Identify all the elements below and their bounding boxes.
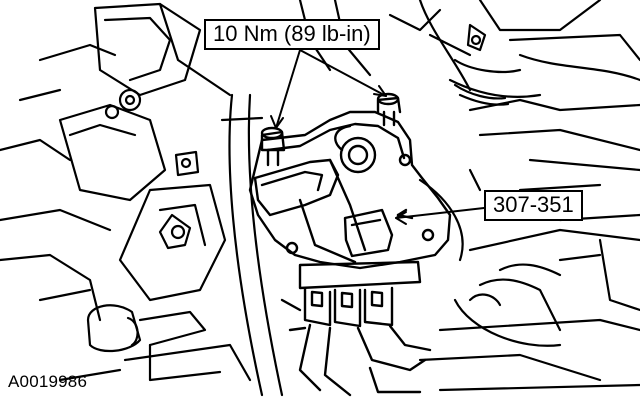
switch-assembly [248,92,452,397]
tool-number-callout: 307-351 [484,190,583,221]
leader-lines [270,49,485,225]
torque-callout: 10 Nm (89 lb-in) [204,19,380,50]
figure-id-label: A0019986 [8,372,88,391]
